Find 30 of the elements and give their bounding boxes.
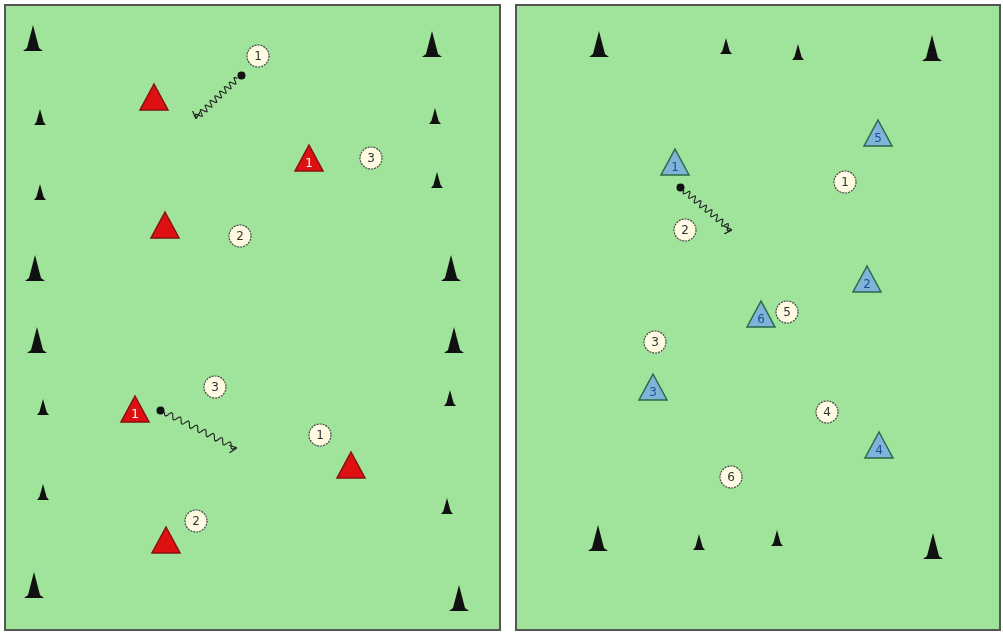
player-circle: 1 (246, 44, 270, 68)
player-triangle: 1 (120, 395, 150, 423)
player-triangle (336, 451, 366, 479)
player-circle: 5 (775, 300, 799, 324)
player-triangle (151, 526, 181, 554)
ball-icon (155, 405, 165, 415)
player-circle: 4 (815, 400, 839, 424)
dribble-arrow (682, 189, 733, 235)
dribble-arrow (191, 76, 238, 120)
player-triangle: 2 (852, 265, 882, 293)
player-triangle (150, 211, 180, 239)
player-triangle: 1 (294, 144, 324, 172)
player-circle: 2 (673, 218, 697, 242)
player-circle: 2 (228, 224, 252, 248)
dribble-arrow (163, 411, 238, 454)
player-circle: 1 (308, 423, 332, 447)
ball-icon (675, 182, 685, 192)
ball-icon (236, 70, 246, 80)
player-circle: 3 (643, 330, 667, 354)
player-circle: 3 (359, 146, 383, 170)
player-triangle: 4 (864, 431, 894, 459)
player-circle: 2 (184, 509, 208, 533)
player-triangle: 5 (863, 119, 893, 147)
player-triangle: 3 (638, 373, 668, 401)
player-circle: 3 (203, 375, 227, 399)
player-triangle: 6 (746, 300, 776, 328)
player-circle: 1 (833, 170, 857, 194)
player-triangle (139, 83, 169, 111)
player-triangle: 1 (660, 148, 690, 176)
player-circle: 6 (719, 465, 743, 489)
